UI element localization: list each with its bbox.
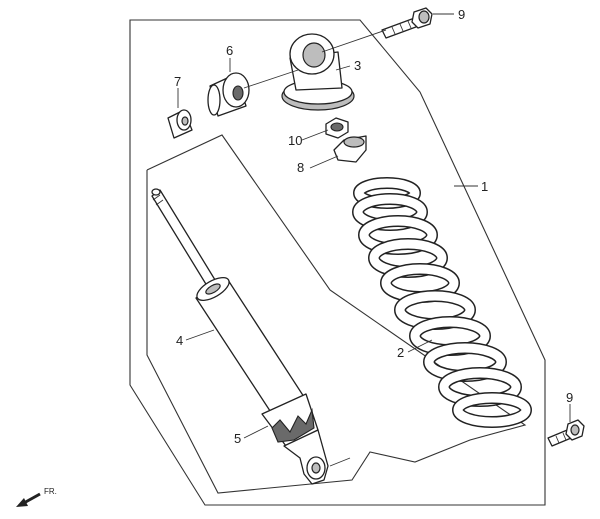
damper xyxy=(151,188,307,421)
collar xyxy=(167,109,193,139)
callout-7: 7 xyxy=(174,74,181,89)
callout-8: 8 xyxy=(297,160,304,175)
lower-eye xyxy=(261,393,329,485)
damper-boundary-outline xyxy=(146,134,527,494)
bolt-right xyxy=(547,419,585,447)
front-label: FR. xyxy=(44,487,57,496)
callout-3: 3 xyxy=(354,58,361,73)
bolt-top xyxy=(381,7,433,39)
front-direction-indicator: FR. xyxy=(16,487,57,507)
callout-10: 10 xyxy=(288,133,302,148)
callout-5: 5 xyxy=(234,431,241,446)
callout-9-top: 9 xyxy=(458,7,465,22)
arrow-left-down-icon xyxy=(16,492,41,507)
callout-2: 2 xyxy=(397,345,404,360)
coil-spring xyxy=(352,177,532,428)
leader-lines xyxy=(177,13,571,467)
bushing xyxy=(207,72,250,117)
callout-9-right: 9 xyxy=(566,390,573,405)
callout-1: 1 xyxy=(481,179,488,194)
assembly-boundary-outline xyxy=(129,19,546,506)
bump-stopper xyxy=(333,135,367,163)
callout-6: 6 xyxy=(226,43,233,58)
callout-4: 4 xyxy=(176,333,183,348)
upper-mount xyxy=(281,33,355,111)
nut xyxy=(325,117,349,139)
